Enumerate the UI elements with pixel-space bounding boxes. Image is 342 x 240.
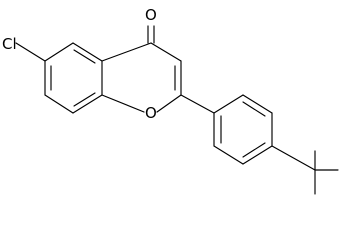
bond-benzo-2 xyxy=(44,94,74,114)
bond-aryl-1 xyxy=(213,94,244,114)
bond-c2-o1 xyxy=(156,94,182,113)
chemical-structure-diagram: Cl O O xyxy=(2,6,339,195)
bond-aryl-4 xyxy=(242,145,273,165)
ring-oxygen-label: O xyxy=(145,104,157,122)
chlorine-label: Cl xyxy=(2,35,17,53)
bond-benzo-inner-3 xyxy=(73,49,96,64)
bond-aryl-inner-1 xyxy=(242,101,266,117)
bond-c4a-c4 xyxy=(101,42,152,62)
bond-cl-c6 xyxy=(15,42,46,62)
carbonyl-oxygen-label: O xyxy=(145,6,157,24)
bond-aryl-5 xyxy=(213,145,244,165)
bond-aryl-quaternary-carbon xyxy=(271,145,316,171)
bond-benzo-5 xyxy=(72,42,103,62)
bond-benzo-inner-2 xyxy=(73,92,96,107)
bond-o1-c8a xyxy=(101,94,145,113)
bond-benzo-6 xyxy=(44,42,74,62)
bond-c4-c3 xyxy=(150,42,182,62)
bond-c2-c1prime xyxy=(180,94,215,114)
bond-aryl-2 xyxy=(242,94,273,114)
bond-aryl-inner-2 xyxy=(242,142,266,158)
bond-group xyxy=(15,25,339,195)
bond-benzo-3 xyxy=(72,94,103,114)
